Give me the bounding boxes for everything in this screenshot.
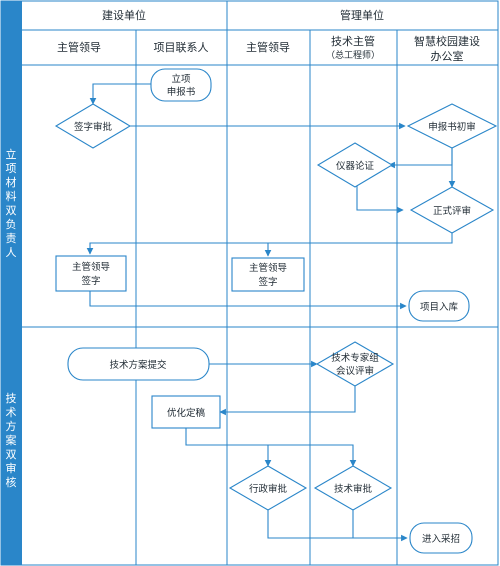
- node-initial-review-label: 申报书初审: [428, 121, 476, 133]
- node-procurement-label: 进入采招: [422, 533, 460, 545]
- node-tech-approve: 技术审批: [313, 465, 393, 511]
- connector-formal-to-leader-sign: [86, 232, 453, 255]
- node-sign-approve-label: 签字审批: [74, 121, 113, 133]
- group-header-management: 管理单位: [340, 8, 384, 22]
- node-admin-approve-label: 行政审批: [249, 483, 288, 495]
- node-project-archive: 项目入库: [408, 290, 470, 322]
- node-sign-approve: 签字审批: [54, 103, 132, 149]
- node-formal-review: 正式评审: [409, 186, 495, 234]
- phase1-char: 立: [6, 147, 17, 161]
- node-leader-sign-right-line2: 签字: [258, 276, 277, 288]
- node-leader-sign-right-line1: 主管领导: [249, 262, 287, 274]
- node-expert-review-line1: 技术专家组: [331, 352, 379, 364]
- column-header-contact: 项目联系人: [154, 41, 209, 54]
- phase1-char: 人: [6, 246, 17, 259]
- phase1-char: 项: [6, 162, 17, 175]
- phase2-char: 审: [6, 461, 17, 475]
- node-project-report: 立项 申报书: [150, 68, 212, 102]
- phase1-char: 责: [6, 232, 17, 245]
- node-procurement: 进入采招: [409, 522, 473, 554]
- phase2-char: 方: [6, 419, 17, 433]
- phase1-char: 料: [6, 189, 17, 203]
- node-leader-sign-left-line2: 签字: [81, 275, 100, 287]
- column-header-campus-office-line1: 智慧校园建设: [414, 34, 480, 48]
- phase2-char: 双: [6, 448, 17, 461]
- column-header-chief-engineer: （总工程师）: [326, 49, 380, 61]
- connector-optimize-to-tech-approve: [185, 428, 357, 467]
- phase2-char: 案: [6, 433, 17, 447]
- node-optimize-final-label: 优化定稿: [167, 407, 206, 419]
- node-admin-approve: 行政审批: [228, 465, 308, 511]
- node-tech-plan-submit: 技术方案提交: [67, 347, 210, 381]
- node-project-report-line1: 立项: [171, 73, 191, 85]
- node-tech-plan-submit-label: 技术方案提交: [109, 359, 167, 371]
- node-leader-sign-left-line1: 主管领导: [72, 261, 110, 273]
- node-optimize-final: 优化定稿: [151, 395, 221, 429]
- column-header-leader-a: 主管领导: [57, 40, 101, 54]
- column-header-tech-lead: 技术主管: [331, 34, 375, 48]
- connector-demo-to-formal: [356, 185, 404, 214]
- node-equipment-demo-label: 仪器论证: [336, 160, 375, 172]
- phase-sidebar: [1, 1, 22, 565]
- flow-connectors: [86, 83, 456, 542]
- node-project-archive-label: 项目入库: [420, 301, 459, 313]
- node-leader-sign-right: 主管领导 签字: [231, 257, 305, 292]
- phase-label-project-materials: 立 项 材 料 双 负 责 人: [6, 147, 17, 259]
- connector-initial-to-demo: [388, 147, 453, 169]
- node-formal-review-label: 正式评审: [433, 205, 471, 217]
- connector-sign-to-archive: [89, 291, 407, 310]
- node-tech-approve-label: 技术审批: [334, 483, 373, 495]
- phase2-char: 技: [6, 392, 17, 405]
- node-expert-review: 技术专家组 会议评审: [315, 341, 395, 387]
- connector-expert-to-optimize: [219, 386, 356, 416]
- group-header-construction: 建设单位: [102, 8, 146, 22]
- column-header-campus-office-line2: 办公室: [431, 49, 464, 63]
- phase2-char: 术: [6, 406, 17, 419]
- node-expert-review-line2: 会议评审: [336, 365, 374, 377]
- phase1-char: 负: [6, 217, 17, 231]
- column-header-leader-b: 主管领导: [246, 40, 290, 54]
- connector-report-to-sign: [89, 83, 151, 105]
- node-project-report-line2: 申报书: [167, 86, 196, 98]
- phase-label-tech-plan-review: 技 术 方 案 双 审 核: [6, 392, 17, 489]
- phase1-char: 双: [6, 204, 17, 217]
- node-leader-sign-left: 主管领导 签字: [55, 255, 127, 292]
- phase2-char: 核: [6, 475, 17, 489]
- node-equipment-demo: 仪器论证: [316, 142, 394, 188]
- node-initial-review: 申报书初审: [406, 103, 498, 149]
- connector-admin-to-procurement: [267, 510, 408, 542]
- phase1-char: 材: [6, 175, 17, 189]
